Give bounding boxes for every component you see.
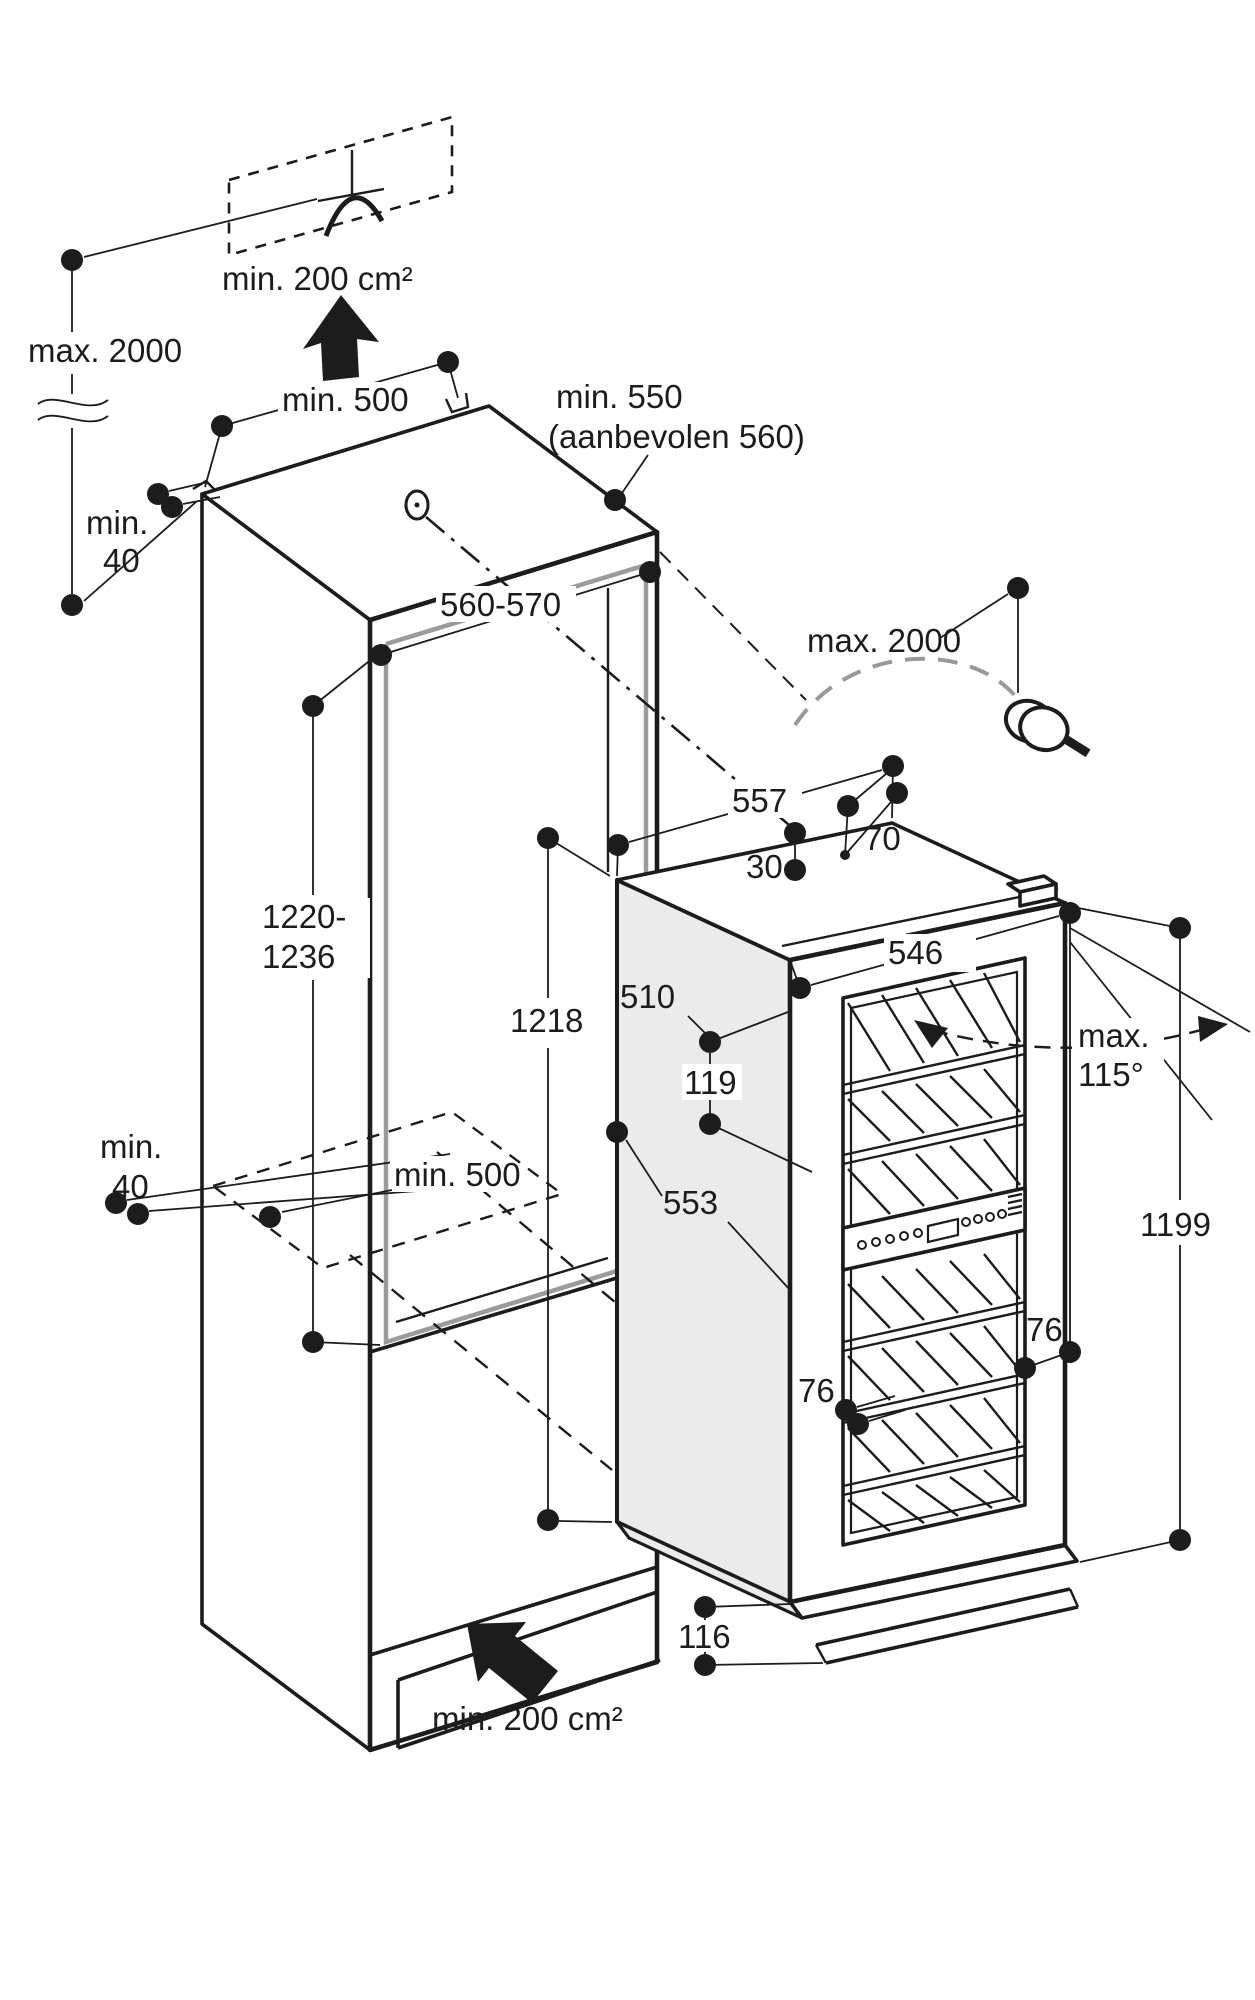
break-symbol (37, 398, 109, 407)
appliance-plinth-bottom (825, 1605, 1079, 1665)
dim-offset-76-left: 76 (798, 1372, 906, 1435)
appliance-top-seam (781, 887, 1059, 948)
arrowhead-icon (914, 1020, 948, 1048)
power-supply (793, 656, 1091, 758)
label-depth-recommended: (aanbevolen 560) (548, 418, 805, 455)
cabinet-left-face (200, 492, 372, 1752)
dim-niche-height: 1220- 1236 (258, 649, 384, 1353)
label-pos-30: 30 (746, 848, 783, 885)
break-symbol (37, 414, 109, 423)
dim-height-1218: 1218 (505, 827, 613, 1531)
label-niche-height-1: 1220- (262, 898, 346, 935)
label-vent-bottom: min. 200 cm² (432, 1700, 623, 1737)
cabinet-plinth-bottom (397, 1658, 661, 1750)
label-door-angle-2: 115° (1078, 1056, 1144, 1093)
cable-hidden-line (659, 551, 807, 701)
appliance-unit (615, 821, 1080, 1665)
vent-cutout-outline (227, 115, 454, 257)
arrowhead-icon (1198, 1016, 1228, 1042)
label-depth-553: 553 (663, 1184, 718, 1221)
bottom-vent: min. 200 cm² (432, 1622, 623, 1737)
dim-gap-top: min. 40 (86, 481, 221, 579)
wine-rack-slats (846, 972, 1022, 1532)
appliance-plinth-top (815, 1587, 1071, 1647)
dim-plinth-116: 116 (676, 1596, 824, 1676)
cabinet-unit (192, 392, 661, 1753)
cabinet-panel-bottom-line (369, 1565, 658, 1657)
label-offset-76-left: 76 (798, 1372, 835, 1409)
label-depth-510: 510 (620, 978, 675, 1015)
airflow-arrow-icon (303, 295, 379, 381)
control-panel-strip (841, 1186, 1027, 1272)
power-cable-dashed (793, 656, 1022, 727)
label-clearance-rear: min. 500 (394, 1156, 521, 1193)
dim-cable-max: max. 2000 (807, 577, 1029, 693)
label-depth-119: 119 (684, 1064, 737, 1101)
door-hinge-block (1006, 874, 1058, 908)
dim-height-max-left: max. 2000 (28, 271, 197, 616)
cabinet-panel-top-line (369, 1266, 651, 1354)
dim-510-119: 510 119 (620, 978, 813, 1173)
label-niche-height-2: 1236 (262, 938, 335, 975)
control-panel-buttons (857, 1209, 1007, 1250)
dim-socket-position: 557 30 70 (607, 755, 908, 885)
label-niche-width: 560-570 (440, 586, 561, 623)
control-panel (841, 1186, 1027, 1272)
label-height-1218: 1218 (510, 1002, 583, 1039)
label-depth-min: min. 550 (556, 378, 683, 415)
dim-clearance-rear: min. 500 (259, 1156, 521, 1228)
top-vent: min. 200 cm² (61, 115, 454, 381)
label-plinth-116: 116 (678, 1618, 731, 1655)
dim-height-1199: 1199 (1067, 905, 1226, 1563)
power-plug-icon (1003, 698, 1091, 758)
label-cable-max: max. 2000 (807, 622, 961, 659)
cabinet-plinth-top (397, 1590, 658, 1682)
label-offset-76-right: 76 (1026, 1311, 1063, 1348)
label-clearance-top: min. 500 (282, 381, 409, 418)
appliance-plinth-right (1068, 1588, 1080, 1608)
label-gap-top-2: 40 (103, 542, 140, 579)
cabinet-top-notch-right (444, 392, 470, 414)
appliance-plinth-left (814, 1644, 828, 1664)
label-height-1199: 1199 (1140, 1206, 1211, 1243)
label-vent-top: min. 200 cm² (222, 260, 413, 297)
label-door-angle-1: max. (1078, 1017, 1150, 1054)
hidden-duct-line-2 (349, 1254, 613, 1471)
dim-depth-553: 553 (606, 1121, 791, 1291)
label-width-546: 546 (888, 934, 943, 971)
hidden-duct-line-1 (436, 1151, 649, 1331)
dimensions: max. 2000 min. 500 min. 550 (aanbevolen … (28, 271, 1251, 1676)
rear-clearance-outline (210, 1110, 565, 1270)
label-pos-557: 557 (732, 782, 787, 819)
dim-clearance-top: min. 500 (204, 351, 459, 488)
dim-offset-76-right: 76 (1014, 924, 1081, 1379)
wine-rack-rails (842, 1043, 1026, 1497)
label-gap-top-1: min. (86, 504, 148, 541)
label-gap-rear-1: min. (100, 1128, 162, 1165)
dim-gap-rear: min. 40 (100, 1128, 459, 1225)
airflow-arrow-icon (467, 1622, 558, 1703)
cable-outlet-center (414, 502, 420, 508)
label-height-max-left: max. 2000 (28, 332, 182, 369)
grill-icon (1007, 1192, 1023, 1217)
cable-centerline (425, 516, 796, 831)
dim-depth-min: min. 550 (aanbevolen 560) (548, 378, 805, 511)
hidden-lines (210, 489, 807, 1471)
niche-floor-back-edge (395, 1256, 609, 1324)
display-icon (926, 1217, 960, 1244)
air-outlet-icon (317, 150, 385, 237)
dim-niche-width: 560-570 (370, 561, 661, 666)
dim-width-546: 546 (789, 902, 1081, 999)
